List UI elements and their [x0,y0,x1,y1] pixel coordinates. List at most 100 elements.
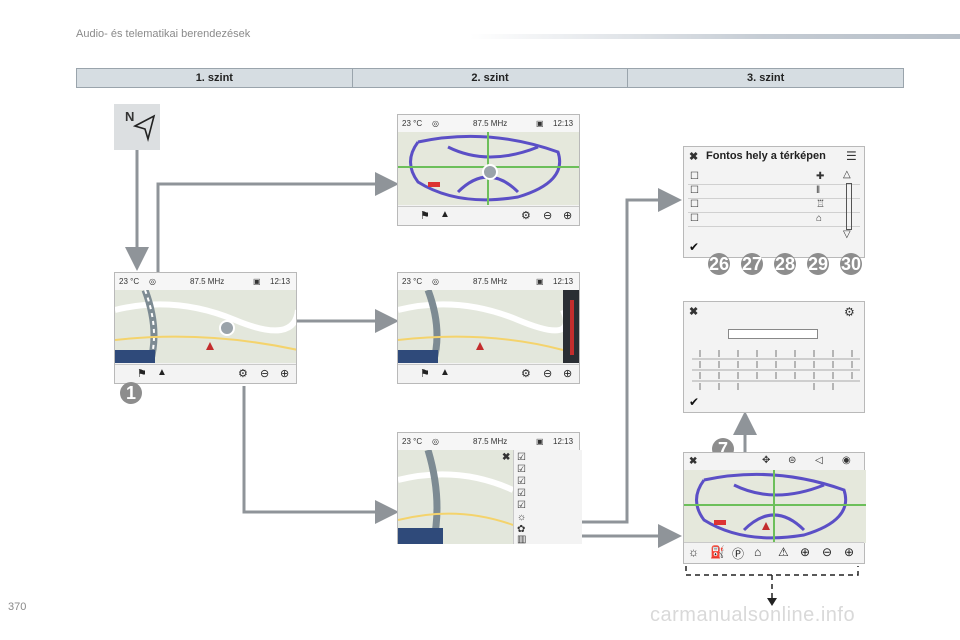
map-icon[interactable]: ▥ [517,534,527,545]
watermark-url: carmanualsonline.info [650,604,856,626]
keyboard-panel: ✖ ⚙ ✔ [683,301,865,413]
radio-frequency: 87.5 MHz [473,119,508,128]
parking-icon[interactable]: Ⓟ [732,547,745,561]
close-icon[interactable]: ✖ [689,151,699,163]
map-view[interactable] [398,132,579,205]
traffic-icon[interactable]: ☼ [688,545,699,559]
close-icon[interactable]: ✖ [689,306,699,318]
map-screen-level2-guidance[interactable]: 23 °C ◎ 87.5 MHz ▣ 12:13 ⚑ ▲ ⚙ ⊖ ⊕ [397,272,580,384]
map-view[interactable] [115,290,296,363]
phone-icon: ▣ [536,437,544,446]
clock: 12:13 [553,119,574,128]
poi-row-2[interactable]: ☐‖ [688,185,860,199]
flag-icon[interactable]: ⚑ [137,368,147,380]
radio-frequency: 87.5 MHz [473,277,508,286]
zoom-out-icon[interactable]: ⊖ [822,545,833,559]
keyboard-grid[interactable] [692,348,860,392]
north-label: N [125,109,135,124]
menu-circle-icon[interactable]: ◉ [842,455,851,466]
confirm-icon[interactable]: ✔ [689,240,700,254]
list-toggle-icon[interactable]: ☰ [846,149,857,163]
navigate-icon[interactable]: ◁ [815,455,823,466]
close-icon[interactable]: ✖ [502,452,511,463]
settings-map-icon[interactable]: ⚙ [521,368,531,380]
close-icon[interactable]: ✖ [689,456,698,467]
flag-icon[interactable]: ⚑ [420,368,430,380]
zoom-in-icon[interactable]: ⊕ [563,368,573,380]
map-view[interactable] [398,450,513,544]
level-1-label: 1. szint [77,69,353,87]
zoom-out-icon[interactable]: ⊖ [260,368,270,380]
temperature: 23 °C [402,119,423,128]
callout-26: 26 [708,253,730,275]
radio-frequency: 87.5 MHz [473,437,508,446]
map-toolbar: ⚑ ▲ ⚙ ⊖ ⊕ [115,364,296,383]
traffic-icon[interactable]: ☼ [517,512,527,523]
phone-icon: ▣ [536,277,544,286]
callout-29: 29 [807,253,829,275]
section-title: Audio- és telematikai berendezések [76,28,251,40]
poi-row-3[interactable]: ☐♖ [688,199,860,213]
map-screen-level2-overview[interactable]: 23 °C ◎ 87.5 MHz ▣ 12:13 ⚑ ▲ ⚙ ⊖ ⊕ [397,114,580,226]
poi-panel: ✖ Fontos hely a térképen ☰ ☐✚ ☐‖ ☐♖ ☐⌂ △… [683,146,865,258]
status-bar: 23 °C ◎ 87.5 MHz ▣ 12:13 [115,273,296,291]
level-3-label: 3. szint [747,72,785,84]
temperature: 23 °C [402,437,423,446]
zoom-out-icon[interactable]: ⊖ [543,210,553,222]
callout-27: 27 [741,253,763,275]
map-view[interactable] [398,290,579,363]
search-input[interactable] [728,329,818,339]
confirm-icon[interactable]: ✔ [689,395,700,409]
callout-28: 28 [774,253,796,275]
map-screen-level2-menu[interactable]: 23 °C ◎ 87.5 MHz ▣ 12:13 ✖ ☑ ☑ ☑ ☑ ☑ ☼ ✿… [397,432,582,545]
zoom-in-icon[interactable]: ⊕ [280,368,290,380]
map-bottom-toolbar: ☼ ⛽ Ⓟ ⌂ ⚠ ⊕ ⊖ ⊕ [684,542,864,563]
side-menu: ✖ ☑ ☑ ☑ ☑ ☑ ☼ ✿ ▥ [502,450,582,545]
menu-edit-icon-2[interactable]: ☑ [517,464,526,475]
minus-circle-icon[interactable]: ⊜ [788,455,797,466]
move-icon[interactable]: ✥ [762,455,771,466]
menu-edit-icon-1[interactable]: ☑ [517,452,526,463]
poi-row-4[interactable]: ☐⌂ [688,213,860,227]
settings-map-icon[interactable]: ⚙ [238,368,248,380]
menu-edit-icon-5[interactable]: ☑ [517,500,526,511]
zoom-out-icon[interactable]: ⊖ [543,368,553,380]
menu-edit-icon-3[interactable]: ☑ [517,476,526,487]
north-up-icon[interactable]: ▲ [440,367,450,378]
status-bar: 23 °C ◎ 87.5 MHz ▣ 12:13 [398,433,579,451]
zoom-in-icon[interactable]: ⊕ [844,545,855,559]
temperature: 23 °C [402,277,423,286]
map-screen-level1[interactable]: 23 °C ◎ 87.5 MHz ▣ 12:13 ⚑ ▲ ⚙ ⊖ ⊕ [114,272,297,384]
radio-frequency: 87.5 MHz [190,277,225,286]
fuel-icon[interactable]: ⛽ [710,545,725,559]
scrollbar[interactable] [846,183,852,230]
status-bar: 23 °C ◎ 87.5 MHz ▣ 12:13 [398,115,579,133]
radio-icon: ◎ [432,119,439,128]
hotel-icon[interactable]: ⌂ [754,545,762,559]
north-up-icon[interactable]: ▲ [157,367,167,378]
page-number: 370 [8,601,27,613]
warning-icon[interactable]: ⚠ [778,545,789,559]
map-screen-level3[interactable]: ✖ ✥ ⊜ ◁ ◉ ☼ ⛽ Ⓟ ⌂ ⚠ ⊕ ⊖ ⊕ [683,452,866,564]
zoom-in-icon[interactable]: ⊕ [563,210,573,222]
compass-button[interactable]: N [114,104,160,150]
add-icon[interactable]: ⊕ [800,545,811,559]
navigation-arrow-icon [132,114,156,142]
radio-icon: ◎ [432,277,439,286]
scroll-up-icon[interactable]: △ [843,169,851,180]
clock: 12:13 [553,437,574,446]
menu-edit-icon-4[interactable]: ☑ [517,488,526,499]
poi-row-1[interactable]: ☐✚ [688,171,860,185]
north-up-icon[interactable]: ▲ [440,209,450,220]
clock: 12:13 [270,277,291,286]
map-toolbar: ⚑ ▲ ⚙ ⊖ ⊕ [398,206,579,225]
settings-map-icon[interactable]: ⚙ [844,305,855,319]
map-top-toolbar: ✖ ✥ ⊜ ◁ ◉ [684,453,864,471]
poi-icon[interactable]: ✿ [517,524,526,535]
flag-icon[interactable]: ⚑ [420,210,430,222]
clock: 12:13 [553,277,574,286]
settings-map-icon[interactable]: ⚙ [521,210,531,222]
map-view[interactable] [684,470,866,543]
scroll-down-icon[interactable]: ▽ [843,229,851,240]
phone-icon: ▣ [536,119,544,128]
